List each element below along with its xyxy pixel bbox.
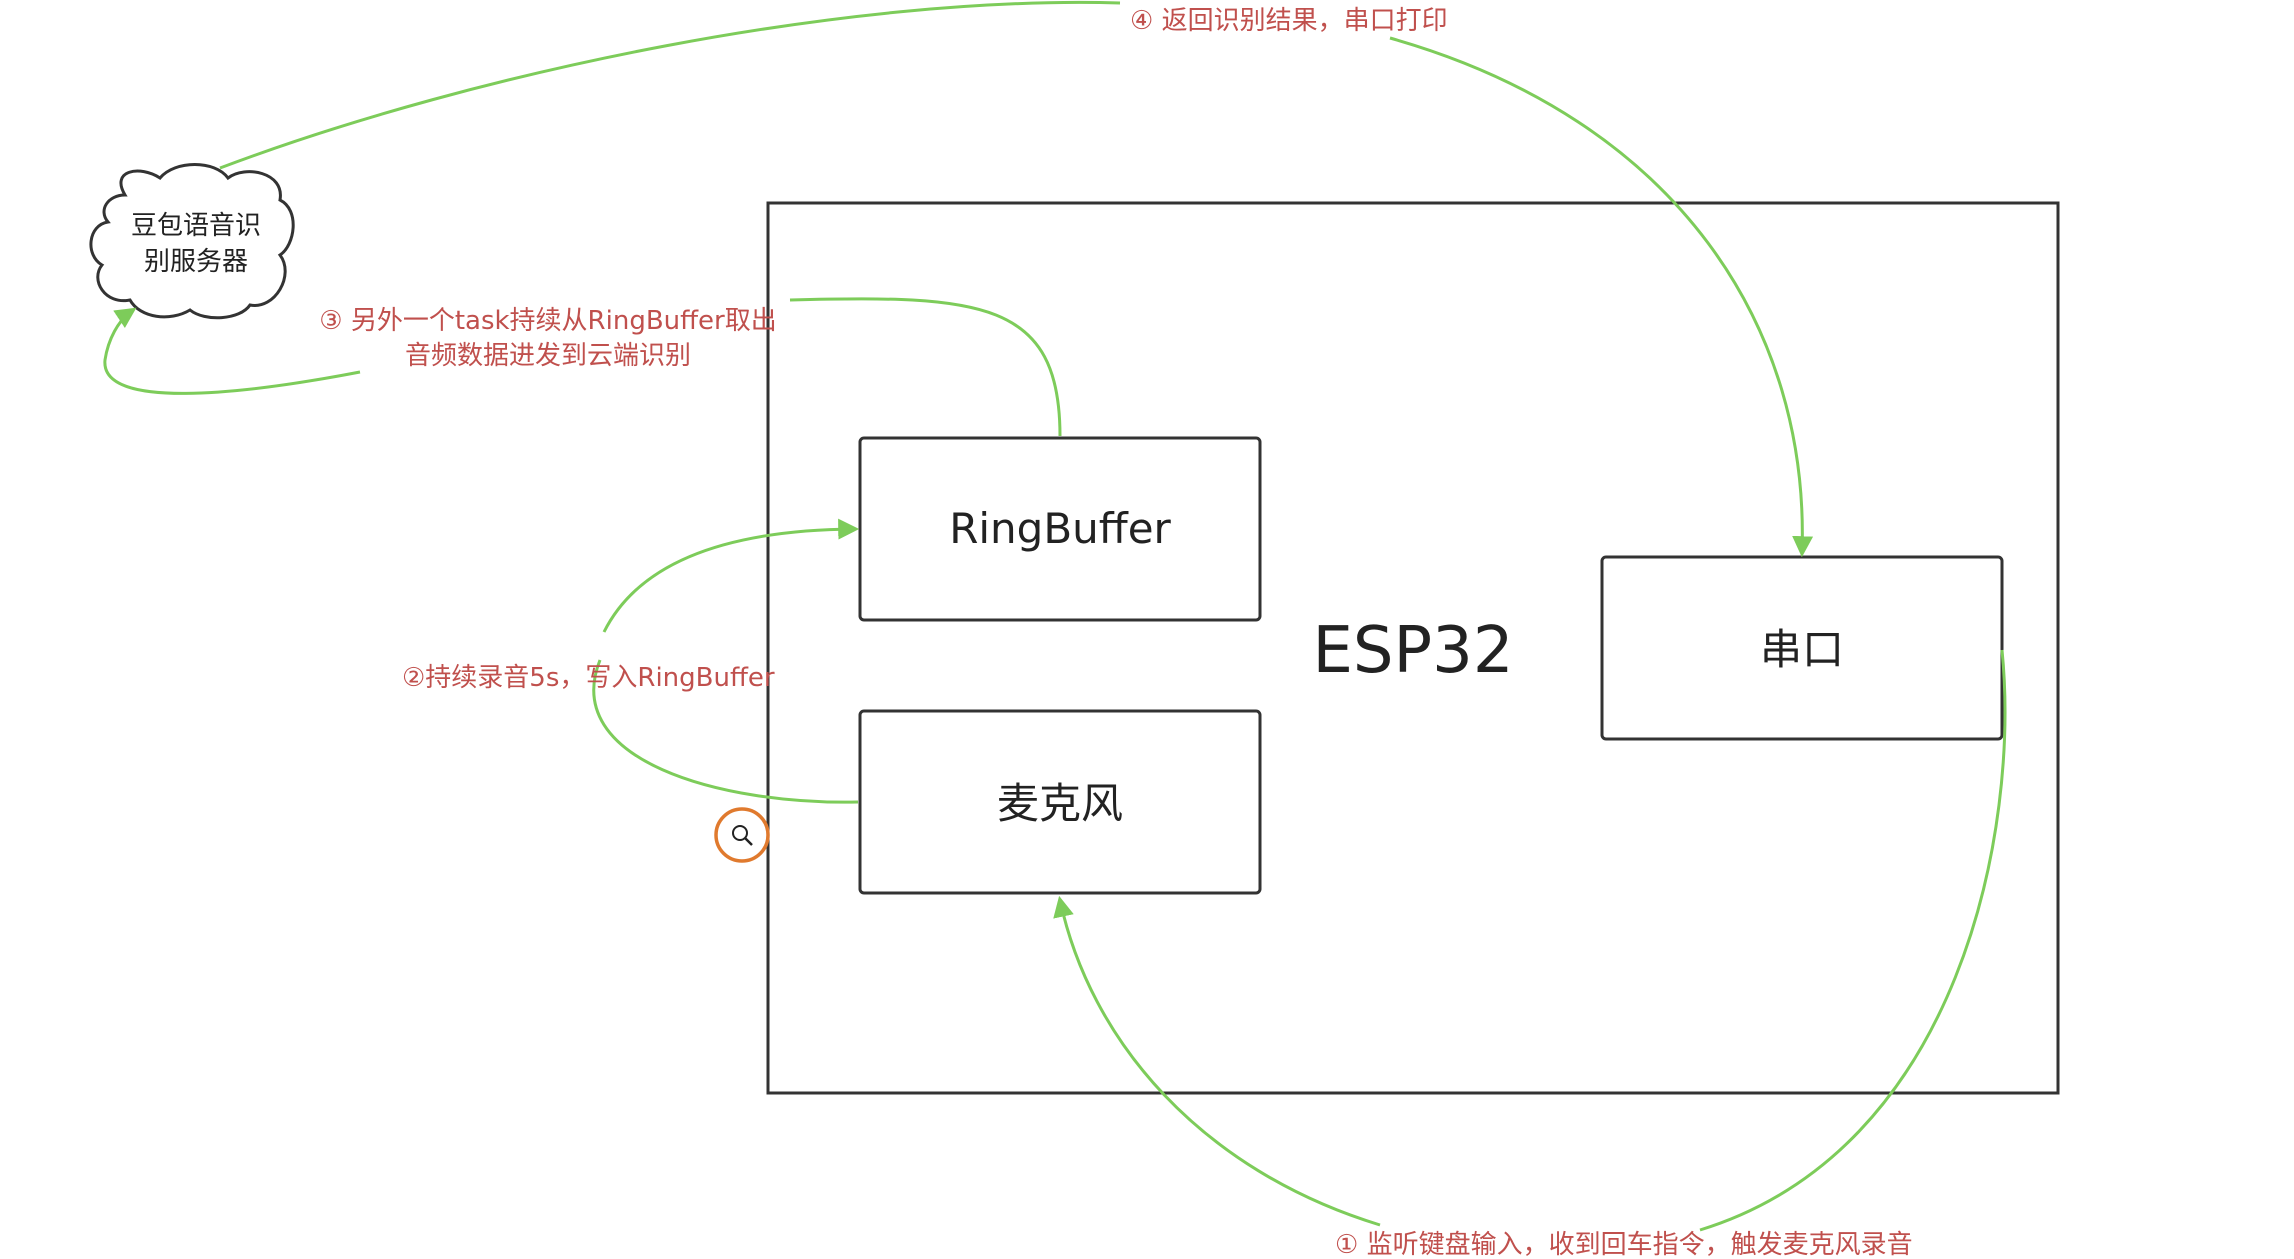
annotation-step2: ②持续录音5s，写入RingBuffer bbox=[402, 663, 775, 693]
annotation-step3-line2: 音频数据进发到云端识别 bbox=[405, 341, 691, 371]
annotation-step3-line1: ③ 另外一个task持续从RingBuffer取出 bbox=[319, 306, 777, 336]
arrow-step4-cloud-to-serial bbox=[219, 0, 1802, 553]
cloud-shape bbox=[89, 163, 295, 320]
arrow-step1-serial-to-mic bbox=[1060, 649, 2007, 1232]
cloud-label-line1: 豆包语音识 bbox=[131, 211, 261, 241]
arrow-step2-mic-to-ringbuffer bbox=[592, 529, 858, 804]
arrow-step3-ringbuffer-to-cloud bbox=[103, 299, 1062, 437]
serial-label: 串口 bbox=[1760, 625, 1844, 674]
esp32-board bbox=[766, 201, 2060, 1095]
microphone-label: 麦克风 bbox=[997, 779, 1123, 828]
annotation-step1: ① 监听键盘输入，收到回车指令，触发麦克风录音 bbox=[1335, 1230, 1913, 1259]
annotation-step4: ④ 返回识别结果，串口打印 bbox=[1130, 6, 1448, 36]
cloud-label-line2: 别服务器 bbox=[144, 247, 248, 277]
zoom-cursor-icon bbox=[714, 807, 770, 863]
ringbuffer-label: RingBuffer bbox=[949, 504, 1171, 553]
esp32-label: ESP32 bbox=[1312, 614, 1513, 688]
